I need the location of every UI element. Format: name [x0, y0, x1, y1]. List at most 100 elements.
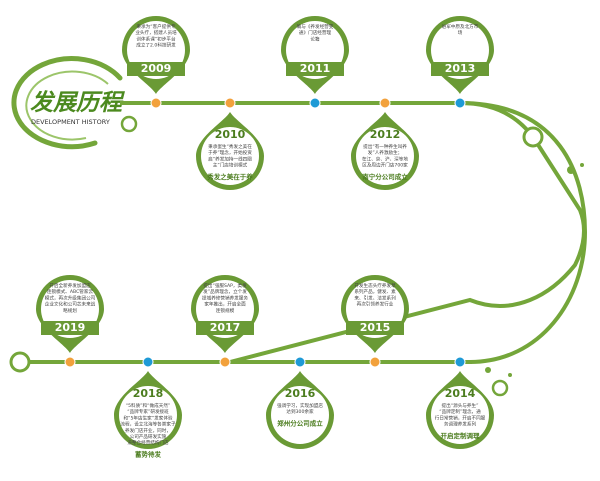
milestone-body-line: 通》门店经营理: [299, 29, 332, 36]
milestone-year: 2018: [133, 387, 164, 400]
milestone-body-line: 提出“源头与养生”: [442, 402, 479, 409]
milestone-title: 稳步发展: [442, 5, 478, 17]
milestone-body-line: 开启全新养发加盟店: [49, 282, 91, 289]
milestone-title: 君丝佳诞生: [133, 5, 178, 17]
milestone-body-line: 业头疗，搭建人员培: [135, 29, 177, 36]
timeline-curve: [459, 101, 588, 364]
milestone-highlight: 蓄势待发: [135, 449, 162, 458]
deco-ring-bottom-right-tiny: [508, 373, 512, 377]
pin-inner: [431, 386, 489, 444]
milestone-body-line: 启“养发加持一线四圈: [208, 155, 252, 162]
timeline-dot-ring: [454, 356, 466, 368]
milestone-body-line: 提出“强服SAP，类发: [203, 282, 247, 289]
milestone-highlight: 秀发之美在于养: [206, 172, 253, 181]
milestone-2014: 2014提出“源头与养生”“品牌定制”理念，通行日常营销，开启不同服务调理养发系…: [426, 356, 494, 449]
deco-ring-bottom-right: [491, 379, 509, 397]
timeline-dot-ring: [150, 97, 162, 109]
year-band: [196, 321, 254, 335]
timeline-dot: [455, 98, 465, 108]
milestone-body-line: 发”品牌理念，立个发: [203, 288, 247, 295]
milestone-body-line: 再次引领养发行业: [357, 301, 394, 308]
milestone-body-line: 提城养修营销养发服务: [202, 294, 248, 301]
milestone-body-line: 进军中原及北方市: [442, 23, 479, 30]
header-block: 发展历程 DEVELOPMENT HISTORY: [11, 56, 125, 150]
milestone-body-line: 于养”理念，开始投资: [208, 149, 252, 156]
milestone-body-line: 确与《养发经营变: [297, 23, 334, 30]
milestone-body-line: 来、引发、洁发系列: [354, 294, 396, 301]
milestone-body-line: “5料质”和“做成天然”: [126, 402, 171, 409]
timeline-dot: [380, 98, 390, 108]
milestone-body-line: 企业文化和公司芯未来战: [45, 301, 96, 308]
milestone-body-line: 场: [458, 29, 463, 36]
timeline-dot: [220, 357, 230, 367]
milestone-year: 2013: [445, 62, 476, 75]
deco-ring-right-tiny: [580, 163, 584, 167]
timeline-dot: [310, 98, 320, 108]
milestone-body-line: 秉承为“客户提供专: [136, 23, 176, 30]
timeline-dot-ring: [219, 356, 231, 368]
pin-inner: [201, 127, 259, 185]
milestone-body-line: 略规划: [63, 307, 77, 314]
milestone-2010: 2010秉承蛋生“秀发之美在于养”理念，开始投资启“养发加持一线四圈主”门店培训…: [196, 97, 264, 190]
milestone-body-line: 训体系课”初步平台: [136, 35, 176, 42]
timeline-dot-ring: [294, 356, 306, 368]
timeline-dot: [455, 357, 465, 367]
milestone-body-line: 提出“有一种养生叫养: [363, 143, 407, 150]
milestone-body-line: “品牌定制”理念，通: [439, 408, 481, 415]
milestone-body-line: 务调理养发系列: [444, 421, 477, 428]
milestone-title: 养疗结合模式: [287, 5, 342, 17]
pin-inner: [356, 127, 414, 185]
deco-ring-bottom: [9, 351, 31, 373]
deco-ring-bottom-right-small: [485, 367, 491, 373]
title-swirl: [11, 56, 123, 150]
year-band: [41, 321, 99, 335]
timeline-dot: [65, 357, 75, 367]
pin-inner: [119, 386, 177, 444]
milestone-body-line: 秉承蛋生“秀发之美在: [208, 143, 252, 150]
timeline-dot-ring: [224, 97, 236, 109]
milestone-2015: 2015产品再次升级开发生态头疗养发草系列产品，健发、素来、引发、洁发系列再次引…: [341, 264, 409, 368]
deco-ring-right: [522, 126, 544, 148]
milestone-highlight: 南宁分公司成立: [362, 172, 408, 181]
milestone-2019: 2019 振翅腾飞开启全新养发加盟店连锁模式、ABC管家云模式，再次升级集团公司企…: [36, 264, 104, 368]
milestone-body-line: 模式，再次升级集团公司: [45, 294, 96, 301]
milestone-highlight: 郑州分公司成立: [277, 418, 323, 427]
milestone-body-line: 连锁模式、ABC管家云: [47, 288, 94, 295]
milestone-year: 2016: [285, 387, 316, 400]
milestone-body-line: 强调学习，实现加盟店: [277, 402, 323, 409]
timeline-path: [22, 101, 586, 364]
milestone-year: 2019: [55, 321, 86, 334]
title-swirl-inner: [25, 70, 109, 141]
milestone-highlight: 开启定制调理: [441, 431, 481, 440]
milestone-body-line: 区及周边开门店700家: [362, 162, 408, 169]
milestone-2018: 2018“5料质”和“做成天然”“品牌专家”研发接班和“5年店生家”发家体验流程…: [114, 356, 182, 458]
timeline-dot-ring: [379, 97, 391, 109]
milestone-body-line: 流程，设立北海等各类家子: [120, 421, 176, 428]
milestone-body-line: 系列产品，健发、素: [354, 288, 396, 295]
milestone-body-line: 连锁规模: [216, 307, 235, 314]
year-band: [431, 62, 489, 76]
milestone-body-line: 道整合经营结构门店: [127, 439, 169, 446]
milestone-2009: 2009君丝佳诞生秉承为“客户提供专业头疗，搭建人员培训体系课”初步平台成立了2…: [122, 5, 190, 109]
milestone-year: 2017: [210, 321, 241, 334]
milestone-title: 品牌再次升级: [198, 264, 253, 276]
timeline-dot: [225, 98, 235, 108]
milestone-year: 2011: [300, 62, 331, 75]
milestone-year: 2014: [445, 387, 476, 400]
milestone-body-line: 论籍: [310, 35, 320, 42]
timeline-dot-ring: [309, 97, 321, 109]
milestone-title: 产品再次升级: [348, 264, 403, 276]
milestone-body-line: 家年推出，开启全面: [204, 301, 246, 308]
milestone-body-line: 成立了2.0科技研发: [136, 42, 176, 49]
milestone-title: 振翅腾飞: [52, 264, 88, 276]
milestone-2012: 2012提出“有一种养生叫养发”人养激励生；在江、京、沪、深等地区及周边开门店7…: [351, 97, 419, 190]
year-band: [127, 62, 185, 76]
milestone-year: 2015: [360, 321, 391, 334]
milestone-body-line: 养发门店开业，同时，: [125, 427, 171, 434]
milestone-year: 2012: [370, 128, 401, 141]
milestone-body-line: 在江、京、沪、深等地: [362, 155, 408, 162]
